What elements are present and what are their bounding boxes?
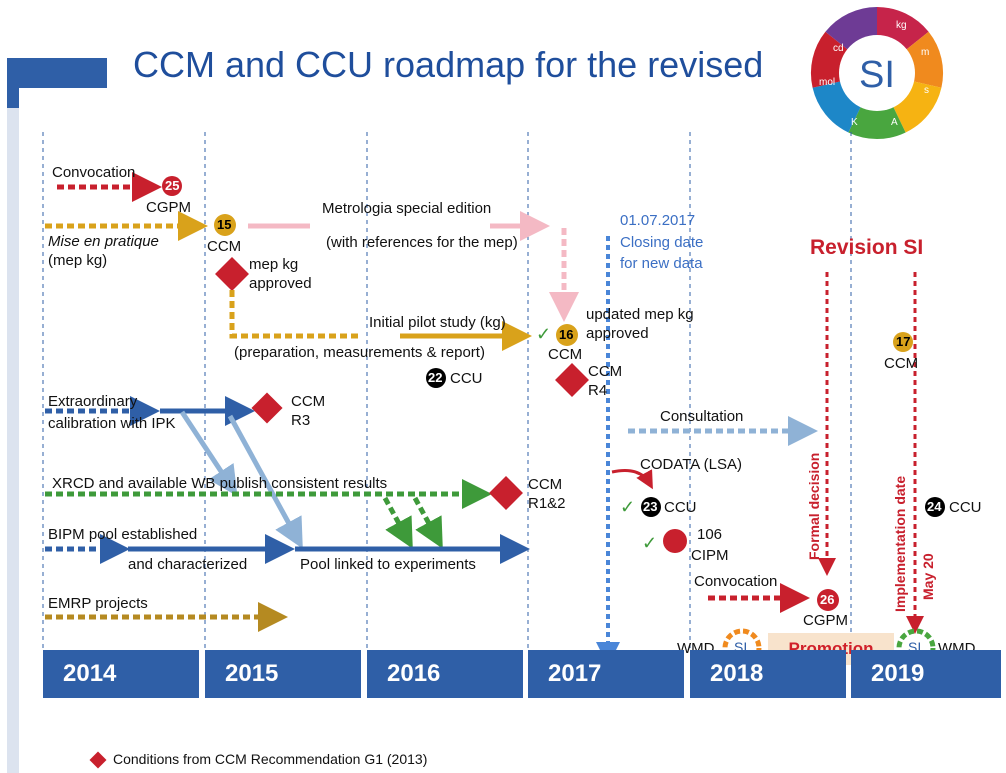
- logo-unit-cd: cd: [833, 43, 844, 54]
- ccm-r12-diamond: [489, 476, 523, 510]
- logo-unit-A: A: [891, 117, 898, 128]
- convocation-label-1: Convocation: [52, 164, 136, 181]
- ccu-23-circle: [641, 497, 661, 517]
- ccu-24-number: 24: [927, 499, 942, 514]
- si-logo-center: SI: [859, 54, 895, 96]
- implementation-label-1: Implementation date: [892, 475, 908, 612]
- revision-si-label: Revision SI: [810, 236, 924, 259]
- logo-unit-K: K: [851, 117, 858, 128]
- bipm-pool-label-1: BIPM pool established: [48, 526, 198, 543]
- formal-decision-label: Formal decision: [806, 452, 822, 560]
- ccm-15-label: CCM: [207, 238, 242, 255]
- cgpm-25-label: CGPM: [146, 199, 191, 216]
- logo-unit-kg: kg: [896, 20, 907, 31]
- pilot-study-label-1: Initial pilot study (kg): [369, 314, 506, 331]
- ccm-r4-label-1: CCM: [588, 363, 623, 380]
- pilot-study-label-2: (preparation, measurements & report): [234, 344, 485, 361]
- ccm-17-label: CCM: [884, 355, 919, 372]
- ccm-17-number: 17: [896, 334, 911, 349]
- cgpm-25-circle: [162, 176, 182, 196]
- pilot-study-dashed: [229, 290, 360, 339]
- updated-mep-label-2: approved: [586, 325, 649, 342]
- si-logo: SI kg m s A K mol cd: [810, 6, 944, 140]
- year-2016: 2016: [367, 650, 523, 698]
- mep-kg-label: (mep kg): [48, 252, 108, 269]
- ccm-15-circle: [214, 214, 236, 236]
- ccm-17-circle: [893, 332, 913, 352]
- metrologia-label-1: Metrologia special edition: [322, 200, 492, 217]
- year-2018: 2018: [690, 650, 846, 698]
- cgpm-26-circle: [817, 589, 839, 611]
- cipm-106-number: 106: [697, 526, 723, 543]
- cgpm-26-number: 26: [820, 592, 835, 607]
- ccu-24-circle: [925, 497, 945, 517]
- logo-unit-m: m: [921, 47, 929, 58]
- implementation-label-2: May 20: [920, 553, 936, 600]
- logo-unit-mol: mol: [819, 77, 835, 88]
- cipm-106-circle: [663, 529, 687, 553]
- check-ccm-16: ✓: [536, 324, 552, 344]
- cgpm-26-label: CGPM: [803, 612, 848, 629]
- left-accent-bar: [7, 90, 19, 773]
- mise-en-pratique-label: Mise en pratique: [48, 233, 159, 250]
- ccm-r3-label-1: CCM: [291, 393, 326, 410]
- page-title: CCM and CCU roadmap for the revised: [133, 44, 764, 85]
- closing-date-label-1: 01.07.2017: [620, 212, 696, 229]
- ccm-16-number: 16: [559, 327, 574, 342]
- mep-approved-label-2: approved: [249, 275, 312, 292]
- ccm-r4-label-2: R4: [588, 382, 608, 399]
- extraordinary-label-1: Extraordinary: [48, 393, 138, 410]
- ccm-16-circle: [556, 324, 578, 346]
- year-2017: 2017: [528, 650, 684, 698]
- ccm-r3-label-2: R3: [291, 412, 311, 429]
- ccm-r12-label-2: R1&2: [528, 495, 566, 512]
- check-ccu-23: ✓: [620, 497, 636, 517]
- ccu-22-circle: [426, 368, 446, 388]
- codata-label: CODATA (LSA): [640, 456, 742, 473]
- ccm-r12-label-1: CCM: [528, 476, 563, 493]
- codata-arrow: [611, 469, 653, 490]
- title-accent-stub: [7, 88, 19, 108]
- ccm-r3-diamond: [251, 392, 283, 424]
- extraordinary-label-2: calibration with IPK: [48, 415, 176, 432]
- logo-unit-s: s: [924, 85, 929, 96]
- ccu-23-label: CCU: [664, 499, 697, 516]
- ccm-r4-diamond: [555, 363, 589, 397]
- ccu-24-label: CCU: [949, 499, 982, 516]
- convocation-label-2: Convocation: [694, 573, 778, 590]
- ccu-22-number: 22: [428, 370, 443, 385]
- closing-date-label-3: for new data: [620, 255, 703, 272]
- year-dividers: [42, 132, 852, 650]
- ccu-23-number: 23: [643, 499, 658, 514]
- updated-mep-label-1: updated mep kg: [586, 306, 694, 323]
- legend-text: Conditions from CCM Recommendation G1 (2…: [113, 751, 428, 767]
- title-accent-block: [7, 58, 107, 88]
- mep-kg-approved-diamond: [215, 257, 249, 291]
- consultation-label: Consultation: [660, 408, 744, 425]
- metrologia-label-2: (with references for the mep): [326, 234, 518, 251]
- year-2014: 2014: [43, 650, 199, 698]
- ccm-16-label: CCM: [548, 346, 583, 363]
- cgpm-25-number: 25: [165, 178, 180, 193]
- legend-diamond: [89, 751, 107, 769]
- ccu-22-label: CCU: [450, 370, 483, 387]
- year-2015: 2015: [205, 650, 361, 698]
- closing-date-label-2: Closing date: [620, 234, 704, 251]
- cipm-106-label: CIPM: [691, 547, 729, 564]
- year-2019: 2019: [851, 650, 1001, 698]
- bipm-pool-label-2: and characterized: [128, 556, 248, 573]
- check-cipm-106: ✓: [642, 533, 658, 553]
- emrp-label: EMRP projects: [48, 595, 148, 612]
- pool-linked-label: Pool linked to experiments: [300, 556, 476, 573]
- xrcd-label: XRCD and available WB publish consistent…: [52, 475, 388, 492]
- mep-approved-label-1: mep kg: [249, 256, 299, 273]
- ccm-15-number: 15: [217, 217, 232, 232]
